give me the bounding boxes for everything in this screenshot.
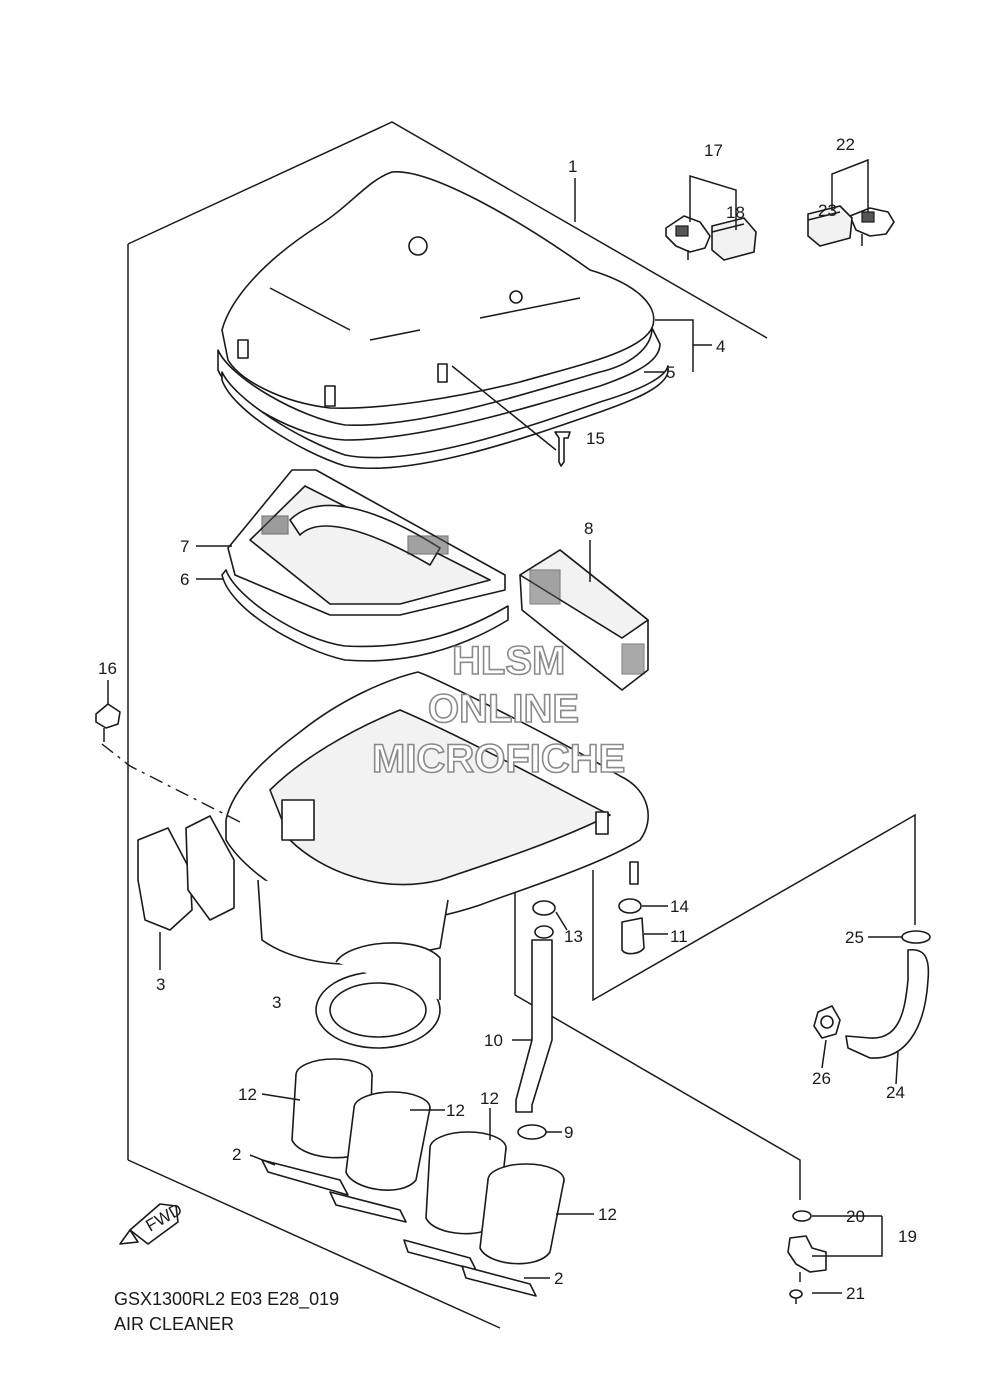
callout-7: 7 bbox=[180, 537, 189, 556]
callout-25: 25 bbox=[845, 928, 864, 947]
callout-11: 11 bbox=[670, 927, 688, 946]
callout-3b: 3 bbox=[272, 993, 281, 1012]
hose-10 bbox=[515, 939, 553, 1113]
sensor-22 bbox=[849, 207, 895, 246]
callout-8: 8 bbox=[584, 519, 593, 538]
leader-lines bbox=[107, 178, 902, 1294]
callouts: 1 17 18 22 23 4 5 15 8 7 6 16 14 13 11 2… bbox=[98, 135, 917, 1303]
washer-20 bbox=[792, 1210, 812, 1222]
callout-26: 26 bbox=[812, 1069, 831, 1088]
watermark-line3: MICROFICHE bbox=[372, 737, 625, 781]
fwd-arrow-icon: FWD bbox=[119, 1200, 186, 1245]
watermark-line1: HLSM bbox=[452, 639, 565, 683]
callout-2a: 2 bbox=[232, 1145, 241, 1164]
callout-9: 9 bbox=[564, 1123, 573, 1142]
air-filter-element bbox=[227, 469, 506, 616]
cover-18 bbox=[711, 217, 757, 261]
callout-4: 4 bbox=[716, 337, 725, 356]
watermark-line2: ONLINE bbox=[428, 687, 579, 731]
callout-19: 19 bbox=[898, 1227, 917, 1246]
callout-24: 24 bbox=[886, 1083, 905, 1102]
callout-22: 22 bbox=[836, 135, 855, 154]
funnel-clamp-2a bbox=[261, 1159, 407, 1223]
clamp-26 bbox=[813, 1005, 841, 1039]
clamp-14 bbox=[618, 898, 642, 914]
callout-10: 10 bbox=[484, 1031, 503, 1050]
screw-16 bbox=[95, 703, 121, 742]
intake-funnel-12d bbox=[479, 1163, 565, 1265]
callout-6: 6 bbox=[180, 570, 189, 589]
filter-box bbox=[519, 549, 649, 691]
callout-5: 5 bbox=[666, 363, 675, 382]
side-cover-3 bbox=[137, 815, 235, 931]
callout-12a: 12 bbox=[238, 1085, 257, 1104]
callout-12b: 12 bbox=[446, 1101, 465, 1120]
callout-3a: 3 bbox=[156, 975, 165, 994]
callout-1: 1 bbox=[568, 157, 577, 176]
hose-24 bbox=[845, 949, 930, 1059]
screw-15 bbox=[554, 431, 571, 467]
callout-20: 20 bbox=[846, 1207, 865, 1226]
model-code: GSX1300RL2 E03 E28_019 bbox=[114, 1289, 339, 1310]
callout-17: 17 bbox=[704, 141, 723, 160]
clamp-9 bbox=[517, 1124, 547, 1140]
intake-funnel-12b bbox=[345, 1091, 431, 1191]
screw-21 bbox=[789, 1289, 803, 1304]
callout-23: 23 bbox=[818, 201, 837, 220]
cover-23 bbox=[807, 205, 853, 247]
callout-21: 21 bbox=[846, 1284, 865, 1303]
callout-13: 13 bbox=[564, 927, 583, 946]
case-intake-duct bbox=[315, 942, 441, 1049]
clamp-13 bbox=[532, 900, 556, 939]
section-title: AIR CLEANER bbox=[114, 1314, 234, 1334]
clamp-25 bbox=[901, 930, 931, 944]
assembly-frame bbox=[127, 121, 916, 1329]
callout-12c: 12 bbox=[480, 1089, 499, 1108]
watermark: HLSM ONLINE MICROFICHE bbox=[371, 638, 626, 782]
sensor-17 bbox=[665, 215, 711, 260]
sensor-19 bbox=[787, 1235, 827, 1282]
callout-16: 16 bbox=[98, 659, 117, 678]
callout-15: 15 bbox=[586, 429, 605, 448]
air-cleaner-cap bbox=[217, 171, 661, 441]
callout-18: 18 bbox=[726, 203, 745, 222]
funnel-clamp-2b bbox=[403, 1239, 537, 1297]
callout-2b: 2 bbox=[554, 1269, 563, 1288]
hose-11 bbox=[621, 917, 645, 955]
callout-12d: 12 bbox=[598, 1205, 617, 1224]
cap-seal bbox=[221, 365, 669, 470]
callout-14: 14 bbox=[670, 897, 689, 916]
element-seal bbox=[221, 569, 509, 662]
